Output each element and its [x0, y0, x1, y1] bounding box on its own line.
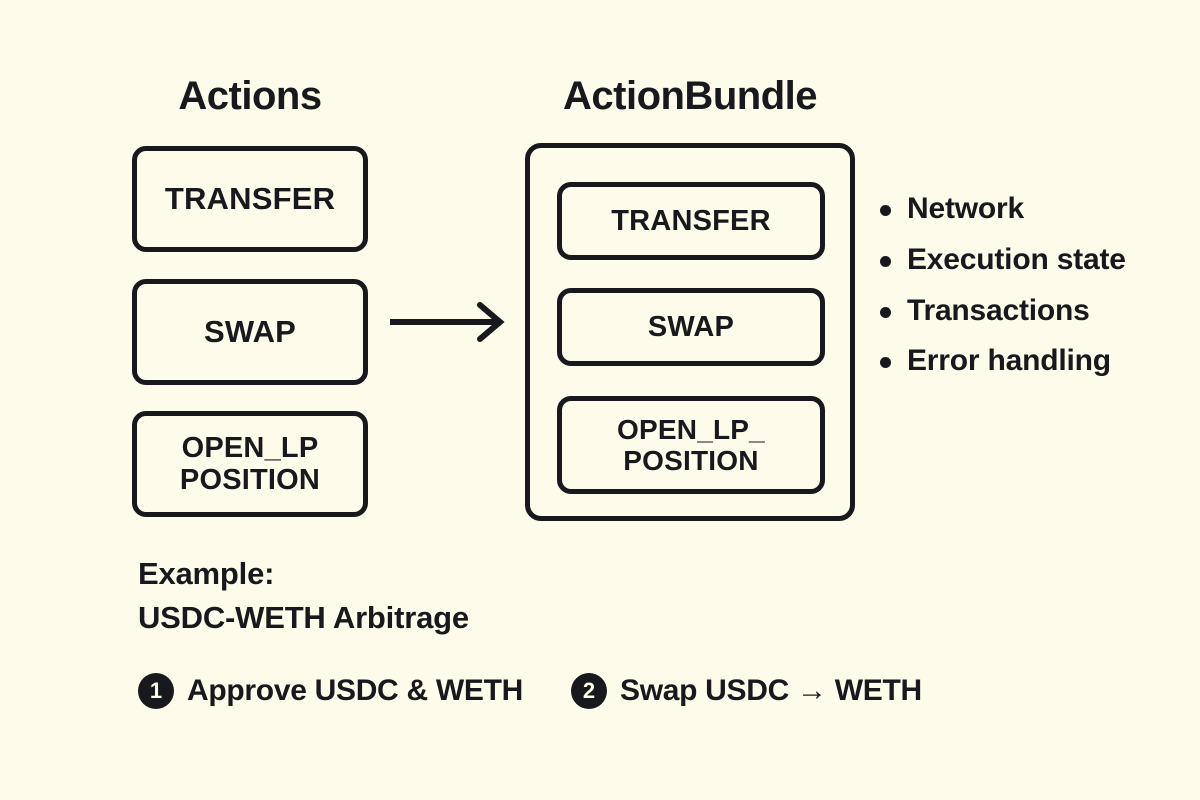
action-box-open-lp-position: OPEN_LP POSITION — [132, 411, 368, 517]
bullet-dot-icon — [880, 357, 891, 369]
action-box-label: SWAP — [203, 313, 297, 349]
action-box-swap: SWAP — [132, 279, 368, 385]
feature-label: Network — [907, 192, 1024, 225]
example-title: Example: — [138, 556, 275, 591]
bundle-action-box-open-lp-position: OPEN_LP_ POSITION — [557, 396, 825, 494]
bundle-action-box-label: SWAP — [647, 310, 735, 343]
step-label: Swap USDC → WETH — [619, 674, 922, 707]
actions-column-heading: Actions — [178, 74, 322, 118]
example-block: Example: USDC-WETH Arbitrage — [138, 552, 758, 640]
action-box-label: OPEN_LP POSITION — [179, 431, 321, 496]
action-box-transfer: TRANSFER — [132, 146, 368, 252]
list-item: Transactions — [880, 294, 1170, 329]
step-number-badge: 2 — [570, 673, 607, 709]
feature-label: Transactions — [907, 293, 1090, 327]
actionbundle-column-heading: ActionBundle — [563, 74, 817, 118]
example-steps-row: 1 Approve USDC & WETH 2 Swap USDC → WETH — [138, 673, 922, 709]
bundle-action-box-swap: SWAP — [557, 288, 825, 366]
feature-label: Execution state — [907, 242, 1126, 276]
step-number-badge: 1 — [138, 673, 174, 709]
arrow-right-icon — [390, 302, 505, 342]
bullet-dot-icon — [880, 205, 891, 216]
step-label: Approve USDC & WETH — [187, 674, 523, 707]
example-step-2: 2 Swap USDC → WETH — [570, 673, 922, 709]
feature-label: Error handling — [907, 344, 1111, 378]
list-item: Network — [880, 192, 1170, 227]
bundle-feature-list: Network Execution state Transactions Err… — [880, 192, 1170, 395]
example-step-1: 1 Approve USDC & WETH — [138, 673, 523, 709]
bullet-dot-icon — [880, 255, 891, 267]
example-subtitle: USDC-WETH Arbitrage — [138, 600, 469, 636]
bundle-action-box-label: OPEN_LP_ POSITION — [617, 413, 765, 476]
list-item: Error handling — [880, 344, 1170, 379]
bundle-action-box-label: TRANSFER — [611, 204, 771, 237]
bundle-action-box-transfer: TRANSFER — [557, 182, 825, 260]
action-box-label: TRANSFER — [164, 180, 336, 216]
bullet-dot-icon — [880, 306, 891, 318]
list-item: Execution state — [880, 243, 1170, 278]
